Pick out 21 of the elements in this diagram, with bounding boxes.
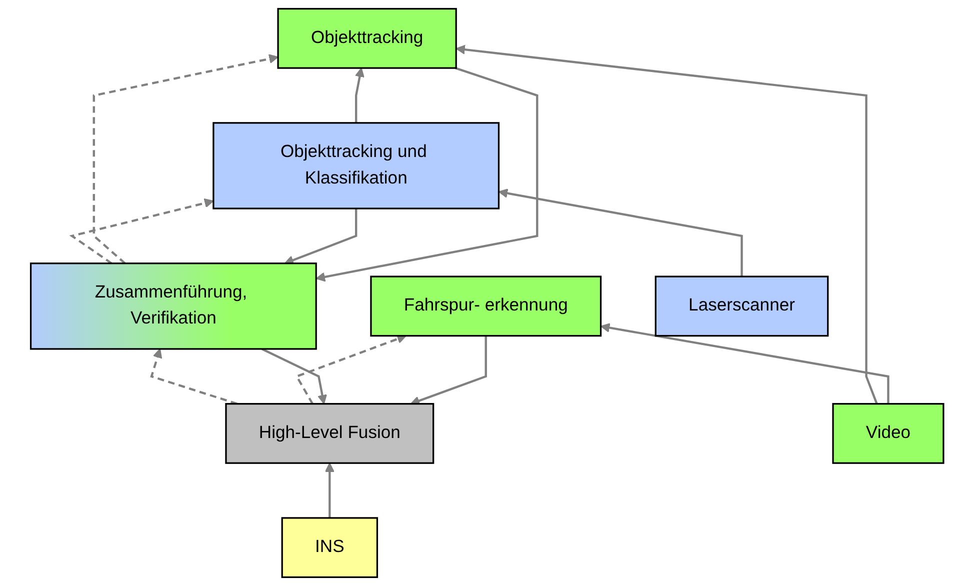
- arrow: [498, 188, 744, 277]
- arrow: [70, 198, 214, 264]
- node-box: Fahrspur- erkennung: [370, 276, 602, 337]
- arrow: [284, 208, 358, 265]
- arrow: [150, 348, 238, 405]
- node-box: Zusammenführung, Verifikation: [30, 262, 318, 350]
- arrow: [355, 68, 365, 123]
- node-box: High-Level Fusion: [226, 403, 435, 464]
- node-box: Laserscanner: [655, 276, 830, 337]
- node-box: INS: [282, 517, 378, 578]
- arrow: [316, 67, 539, 282]
- node-box: Video: [832, 403, 945, 464]
- arrow: [410, 336, 488, 406]
- node-box: Objekttracking: [278, 8, 458, 69]
- arrow: [296, 334, 407, 404]
- arrow: [93, 54, 279, 264]
- arrow: [600, 322, 890, 404]
- node-box: Objekttracking und Klassifikation: [213, 122, 500, 210]
- arrow: [262, 348, 328, 404]
- arrow: [456, 44, 878, 404]
- arrow: [325, 462, 335, 518]
